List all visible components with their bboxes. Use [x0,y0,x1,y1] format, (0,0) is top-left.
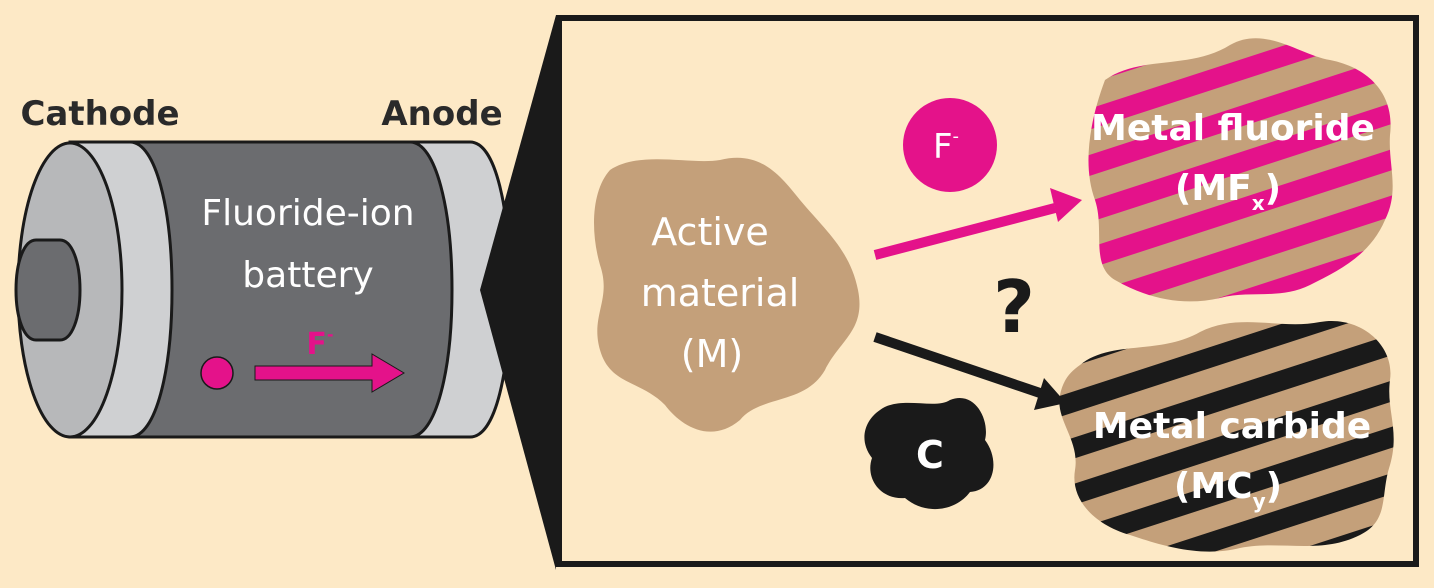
active-material-line3: (M) [681,332,743,376]
arrow-to-fluoride-head [1050,188,1082,222]
fluoride-ion-charge: - [953,126,960,147]
metal-fluoride-blob [1088,38,1393,302]
active-material-line1: Active [651,210,769,254]
metal-fluoride-formula-main: (MF [1175,168,1252,209]
arrow-to-carbide-shaft [873,332,1042,398]
question-mark: ? [993,265,1035,349]
metal-carbide-formula-sub: y [1253,489,1266,513]
fluoride-ion-dot [200,356,234,390]
battery: Cathode Anode Fluoride-ion battery F- [14,94,512,439]
battery-ion-label: F- [306,325,333,362]
battery-name-line1: Fluoride-ion [201,193,414,234]
ion-migration-arrow [254,353,405,393]
battery-ion-symbol: F [306,327,327,362]
carbon-label: C [916,433,944,477]
battery-name-line2: battery [242,255,373,296]
arrow-to-carbide-head [1034,378,1066,410]
carbon-blob [864,398,994,510]
metal-carbide-formula: (MCy) [1174,466,1282,513]
metal-carbide-blob [1059,320,1394,552]
metal-carbide-line1: Metal carbide [1093,406,1371,447]
metal-fluoride-formula: (MFx) [1175,168,1281,215]
battery-ion-charge: - [327,325,334,344]
active-material-line2: material [641,271,800,315]
metal-carbide-formula-main: (MC [1174,466,1253,507]
active-material-blob [594,157,860,432]
fluoride-ion-label: F- [933,126,959,167]
metal-fluoride-line1: Metal fluoride [1091,108,1375,149]
anode-label: Anode [381,94,502,134]
metal-fluoride-formula-close: ) [1265,168,1281,209]
metal-fluoride-formula-sub: x [1252,191,1265,215]
zoom-wedge [480,15,556,570]
fluoride-ion-circle [903,98,997,192]
fluoride-ion-symbol: F [933,127,953,167]
cathode-terminal [14,238,82,342]
arrow-to-fluoride-shaft [873,203,1057,260]
metal-carbide-formula-close: ) [1266,466,1282,507]
cathode-label: Cathode [20,94,179,134]
